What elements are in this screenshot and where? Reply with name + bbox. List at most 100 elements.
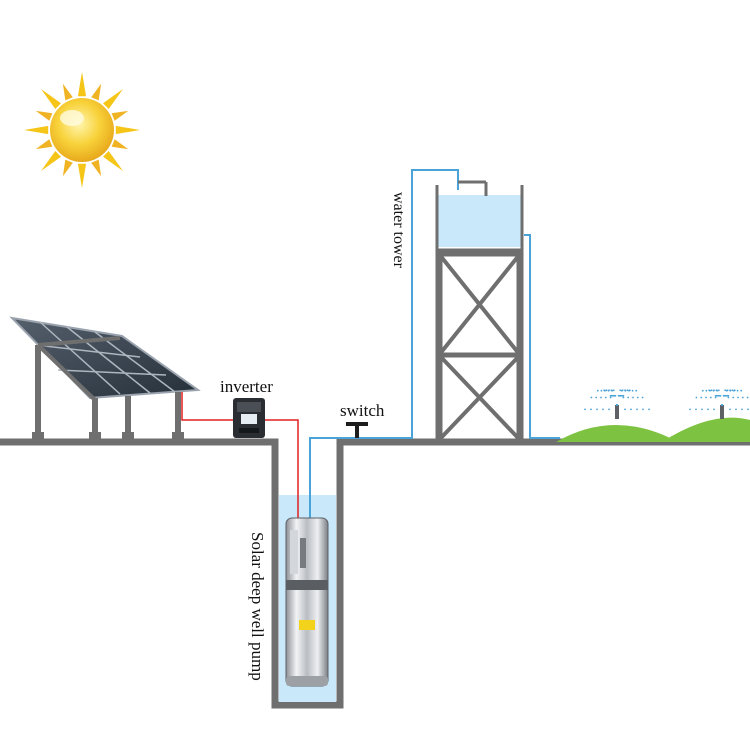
water-droplet [700,396,703,399]
water-pipe-main [309,169,459,520]
water-droplet [595,396,598,399]
water-droplet [710,389,713,392]
water-droplet [621,389,624,392]
sun-ray [103,89,123,109]
valve-switch-icon [346,422,368,438]
water-droplet [733,389,736,392]
water-pipe-main-inner [306,166,458,520]
water-droplet [713,408,715,411]
water-droplet [626,389,629,392]
sun-ray [91,83,102,101]
water-droplet [735,408,737,411]
water-droplet [604,396,607,399]
water-droplet [632,396,634,399]
water-droplet [726,389,729,392]
sprinkler-post [615,405,619,419]
sun-ray [115,125,140,135]
water-droplet [590,396,593,399]
water-droplet [630,408,632,411]
water-droplet [624,389,626,392]
water-droplet [610,389,613,392]
water-droplet [713,389,715,392]
water-droplet [596,389,599,392]
sun-ray [103,151,123,171]
sun-ray [35,110,53,121]
grass-field [556,417,750,442]
water-droplet [584,408,586,411]
water-droplet [612,389,615,392]
water-droplet [740,389,743,392]
water-droplet [709,396,712,399]
sun-ray [77,163,87,188]
sun-ray [35,139,53,150]
water-droplet [717,389,720,392]
solar-panel-icon [9,316,201,442]
water-droplet [714,394,717,397]
water-droplet [622,396,625,399]
water-droplet [642,408,644,411]
water-droplet [705,389,708,392]
water-droplet [707,408,709,411]
water-droplet [724,389,727,392]
water-droplet [616,404,618,406]
water-droplet [737,396,739,399]
water-droplet [729,408,731,411]
sun-ray [62,83,73,101]
water-tower-label: water tower [390,192,407,269]
water-droplet [603,389,606,392]
sun-ray [77,72,87,97]
water-droplet [714,396,717,399]
water-droplet [741,408,743,411]
water-droplet [747,408,749,411]
water-droplet [609,394,612,397]
water-droplet [600,396,602,399]
inverter-label: inverter [220,377,273,396]
sprinkler-icon [584,389,650,419]
sun-ray [24,125,49,135]
water-droplet [600,389,603,392]
sprinkler-post [720,405,724,419]
water-droplet [627,396,630,399]
water-droplet [729,389,731,392]
water-droplet [695,396,698,399]
water-droplet [715,389,718,392]
water-droplet [741,396,744,399]
water-droplet [608,389,610,392]
submersible-pump-icon [285,517,329,687]
water-droplet [608,408,610,411]
water-droplet [628,389,631,392]
water-droplet [727,396,730,399]
water-droplet [701,408,703,411]
water-droplet [746,396,749,399]
switch-label: switch [340,401,385,420]
water-pipe-outflow [524,234,560,439]
water-droplet [648,408,650,411]
water-droplet [695,408,697,411]
water-droplet [602,408,604,411]
water-droplet [635,389,638,392]
water-tower [435,180,524,442]
sprinkler-icon [689,389,749,419]
water-droplet [721,404,723,406]
tank-outline [435,185,524,252]
water-droplet [622,394,625,397]
water-droplet [641,396,644,399]
water-droplet [605,389,608,392]
ground-and-well-outline [0,438,750,709]
pump-label: Solar deep well pump [248,532,267,681]
water-droplet [701,389,704,392]
sun-ray [111,110,129,121]
water-droplet [624,408,626,411]
water-droplet [736,389,739,392]
water-droplet [708,389,711,392]
water-droplet [727,394,730,397]
water-droplet [636,396,639,399]
sun-ray [62,159,73,177]
water-droplet [731,389,734,392]
sun-ray [41,151,61,171]
water-droplet [609,396,612,399]
water-droplet [732,396,735,399]
water-droplet [590,408,592,411]
water-droplet [689,408,691,411]
water-droplet [636,408,638,411]
